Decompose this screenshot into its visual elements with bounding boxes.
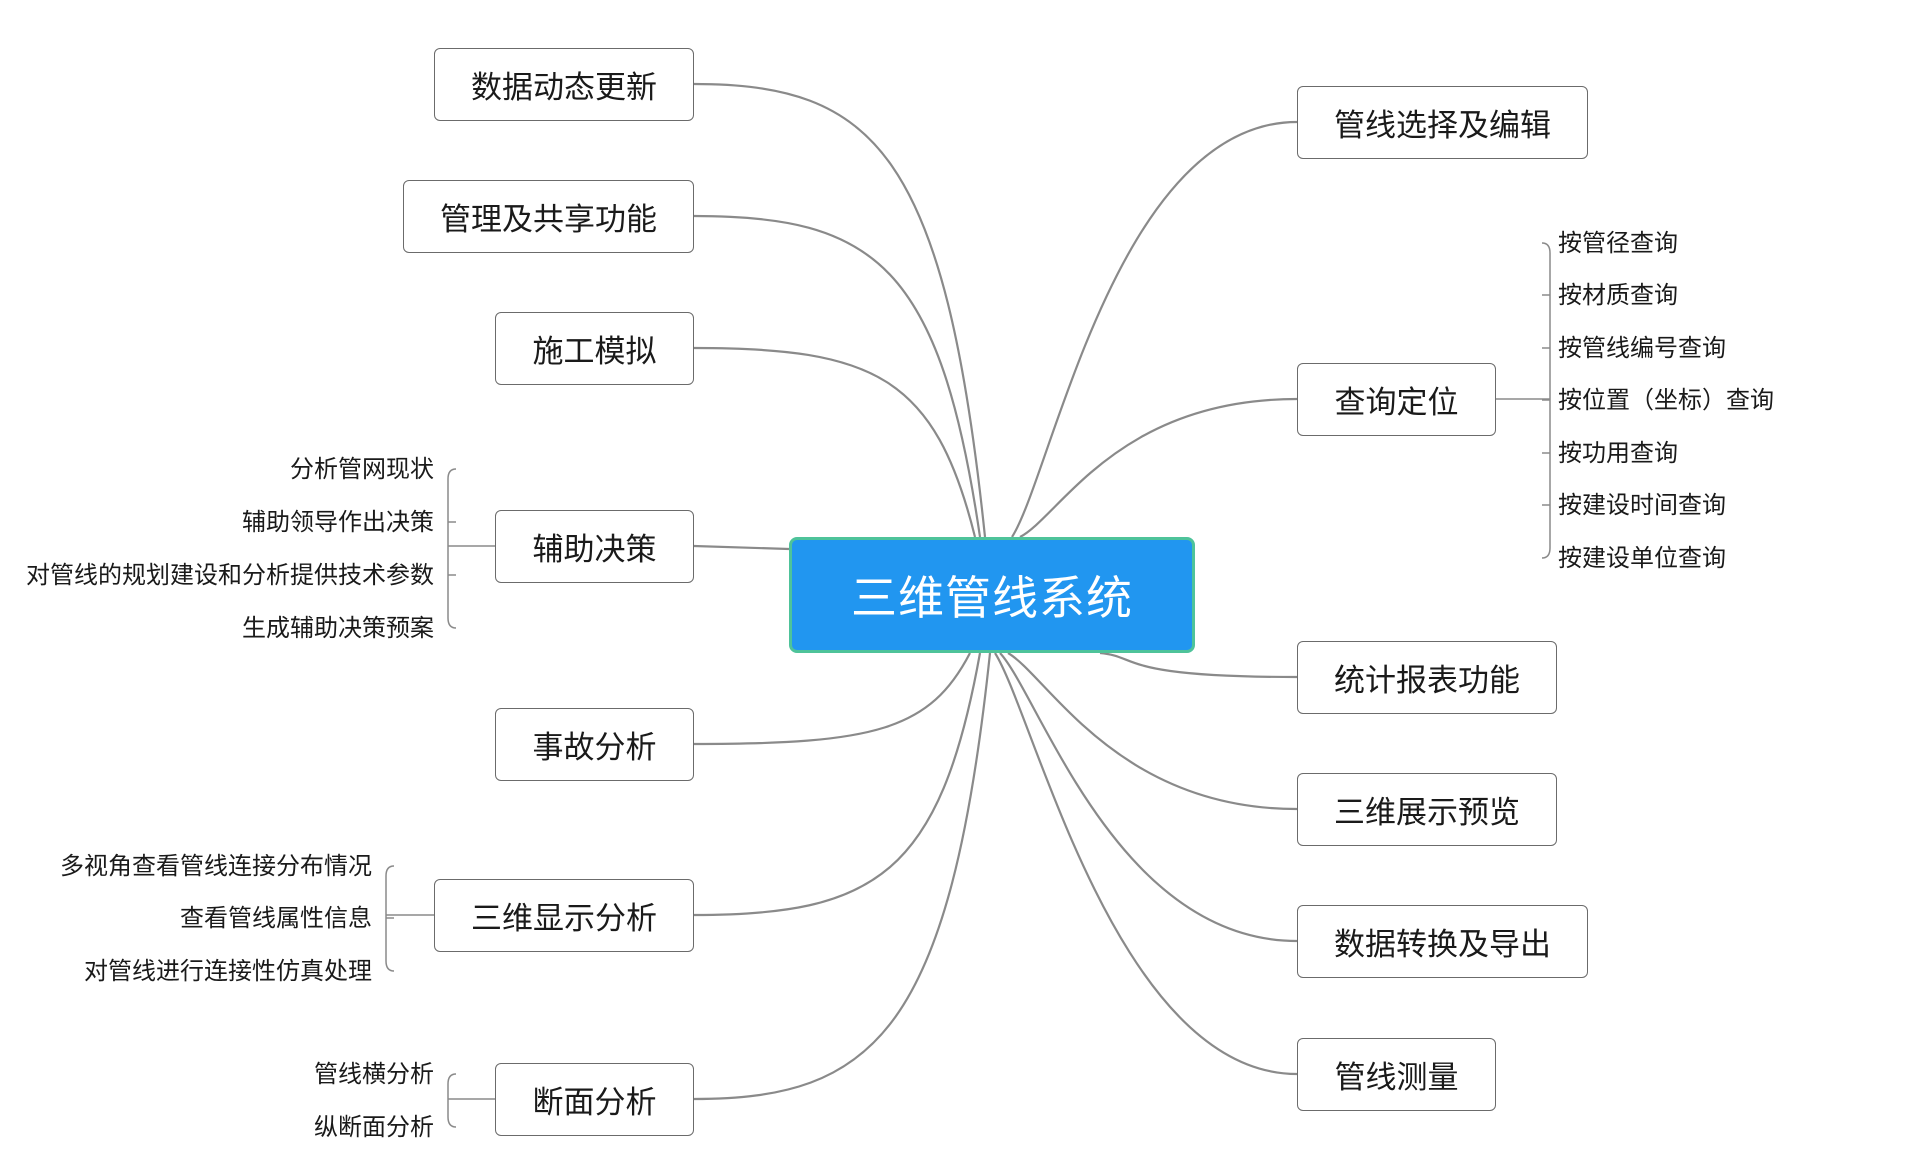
branch-node[interactable]: 事故分析 [495,708,694,781]
branch-label: 统计报表功能 [1334,663,1520,699]
branch-label: 施工模拟 [532,334,657,370]
connector-line [693,652,982,917]
connector-line [1019,397,1298,538]
connector-line [693,346,977,538]
branch-node[interactable]: 三维展示预览 [1297,773,1557,846]
branch-label: 三维展示预览 [1334,795,1520,831]
branch-label: 数据转换及导出 [1334,927,1551,963]
leaf-item[interactable]: 按功用查询 [1558,439,1678,467]
connector-line [1011,120,1298,538]
connector-line [693,214,982,538]
branch-node[interactable]: 管理及共享功能 [403,180,694,253]
leaf-item[interactable]: 查看管线属性信息 [180,904,372,932]
center-node-label: 三维管线系统 [851,571,1133,625]
branch-node[interactable]: 辅助决策 [495,510,694,583]
connector-line [693,82,987,538]
branch-label: 管线选择及编辑 [1334,108,1551,144]
leaf-item[interactable]: 按材质查询 [1558,281,1678,309]
branch-node[interactable]: 施工模拟 [495,312,694,385]
branch-node[interactable]: 三维显示分析 [434,879,694,952]
center-node[interactable]: 三维管线系统 [789,537,1195,653]
branch-node[interactable]: 断面分析 [495,1063,694,1136]
leaf-item[interactable]: 管线横分析 [314,1060,434,1088]
leaf-item[interactable]: 生成辅助决策预案 [242,614,434,642]
leaf-item[interactable]: 对管线的规划建设和分析提供技术参数 [26,561,434,589]
connector-line [1099,651,1298,679]
connector-line [693,652,992,1101]
branch-node[interactable]: 查询定位 [1297,363,1496,436]
branch-node[interactable]: 管线测量 [1297,1038,1496,1111]
branch-label: 管理及共享功能 [440,202,657,238]
connector-line [693,652,971,746]
leaf-item[interactable]: 按位置（坐标）查询 [1558,386,1774,414]
branch-label: 辅助决策 [532,532,657,568]
connector-line [1007,652,1298,811]
branch-label: 三维显示分析 [471,901,657,937]
leaf-item[interactable]: 按建设单位查询 [1558,544,1726,572]
branch-label: 断面分析 [532,1085,657,1121]
connector-line [999,652,1298,943]
branch-label: 管线测量 [1334,1060,1459,1096]
leaf-item[interactable]: 按建设时间查询 [1558,491,1726,519]
branch-node[interactable]: 数据转换及导出 [1297,905,1588,978]
leaf-item[interactable]: 纵断面分析 [314,1113,434,1141]
connector-line [994,652,1298,1076]
branch-label: 数据动态更新 [471,70,657,106]
branch-label: 查询定位 [1334,385,1459,421]
connector-line [693,544,790,551]
connector-line [447,468,457,629]
branch-node[interactable]: 管线选择及编辑 [1297,86,1588,159]
leaf-item[interactable]: 分析管网现状 [290,455,434,483]
branch-label: 事故分析 [532,730,657,766]
leaf-item[interactable]: 按管线编号查询 [1558,334,1726,362]
leaf-item[interactable]: 多视角查看管线连接分布情况 [60,852,372,880]
leaf-item[interactable]: 辅助领导作出决策 [242,508,434,536]
leaf-item[interactable]: 按管径查询 [1558,229,1678,257]
branch-node[interactable]: 统计报表功能 [1297,641,1557,714]
connector-line [447,1073,457,1128]
branch-node[interactable]: 数据动态更新 [434,48,694,121]
leaf-item[interactable]: 对管线进行连接性仿真处理 [84,957,372,985]
